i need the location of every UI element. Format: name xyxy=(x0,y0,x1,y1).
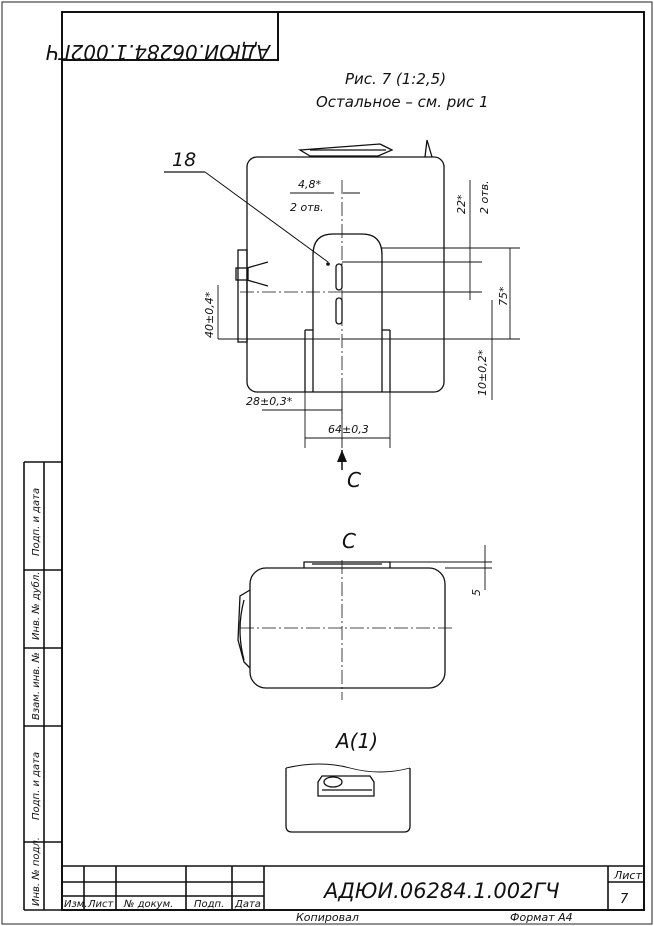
title-block-designation: АДЮИ.06284.1.002ГЧ xyxy=(322,879,560,903)
top-stamp-text: АДЮИ.06284.1.002ГЧ xyxy=(45,40,272,64)
side-stamp-1: Подп. и дата xyxy=(31,488,42,556)
side-stamp-column xyxy=(23,461,62,911)
col-header-izm: Изм. xyxy=(64,899,88,910)
dim-5: 5 xyxy=(470,589,483,596)
title-block-sheet-number: 7 xyxy=(620,892,629,907)
dim-holes-count-right: 2 отв. xyxy=(478,180,491,214)
dim-height-75: 75* xyxy=(497,286,510,306)
frame-inner xyxy=(61,11,645,911)
section-c-label: C xyxy=(342,529,356,553)
col-header-podp: Подп. xyxy=(194,899,224,910)
side-stamp-2: Инв. № дубл. xyxy=(30,572,42,640)
col-header-list: Лист xyxy=(87,899,115,910)
view-arrow-c: C xyxy=(337,450,361,492)
title-block-sheet-label: Лист xyxy=(613,869,642,882)
dim-64: 64±0,3 xyxy=(328,423,369,436)
view-arrow-c-label: C xyxy=(347,468,361,492)
side-stamp-4: Подп. и дата xyxy=(31,752,42,820)
dim-holes-count-top: 2 отв. xyxy=(290,201,324,214)
main-view-dims xyxy=(217,180,520,448)
view-c-dims xyxy=(390,545,492,590)
col-header-date: Дата xyxy=(234,899,261,910)
dim-left-height: 40±0,4* xyxy=(203,291,216,338)
dim-bottom-offset: 10±0,2* xyxy=(476,349,489,396)
view-c-centerlines xyxy=(240,560,452,700)
leader-label-18: 18 xyxy=(172,149,196,171)
title-block xyxy=(62,865,644,910)
top-stamp: АДЮИ.06284.1.002ГЧ xyxy=(45,11,279,64)
footer-format: Формат А4 xyxy=(510,911,573,924)
main-view xyxy=(235,139,445,393)
side-stamp-5: Инв. № подл. xyxy=(31,837,42,906)
side-stamp-3: Взам. инв. № xyxy=(31,652,42,720)
dim-28: 28±0,3* xyxy=(246,395,293,408)
dim-hole-width: 4,8* xyxy=(298,178,321,191)
view-c xyxy=(237,561,446,689)
detail-a-label: A(1) xyxy=(334,729,378,753)
col-header-docnum: № докум. xyxy=(123,899,173,910)
detail-a xyxy=(285,763,411,833)
footer-copied: Копировал xyxy=(296,911,359,924)
main-view-centerlines xyxy=(240,180,450,420)
figure-caption: Рис. 7 (1:2,5) xyxy=(345,70,446,88)
dim-top-offset: 22* xyxy=(455,194,468,214)
figure-note: Остальное – см. рис 1 xyxy=(316,93,489,111)
